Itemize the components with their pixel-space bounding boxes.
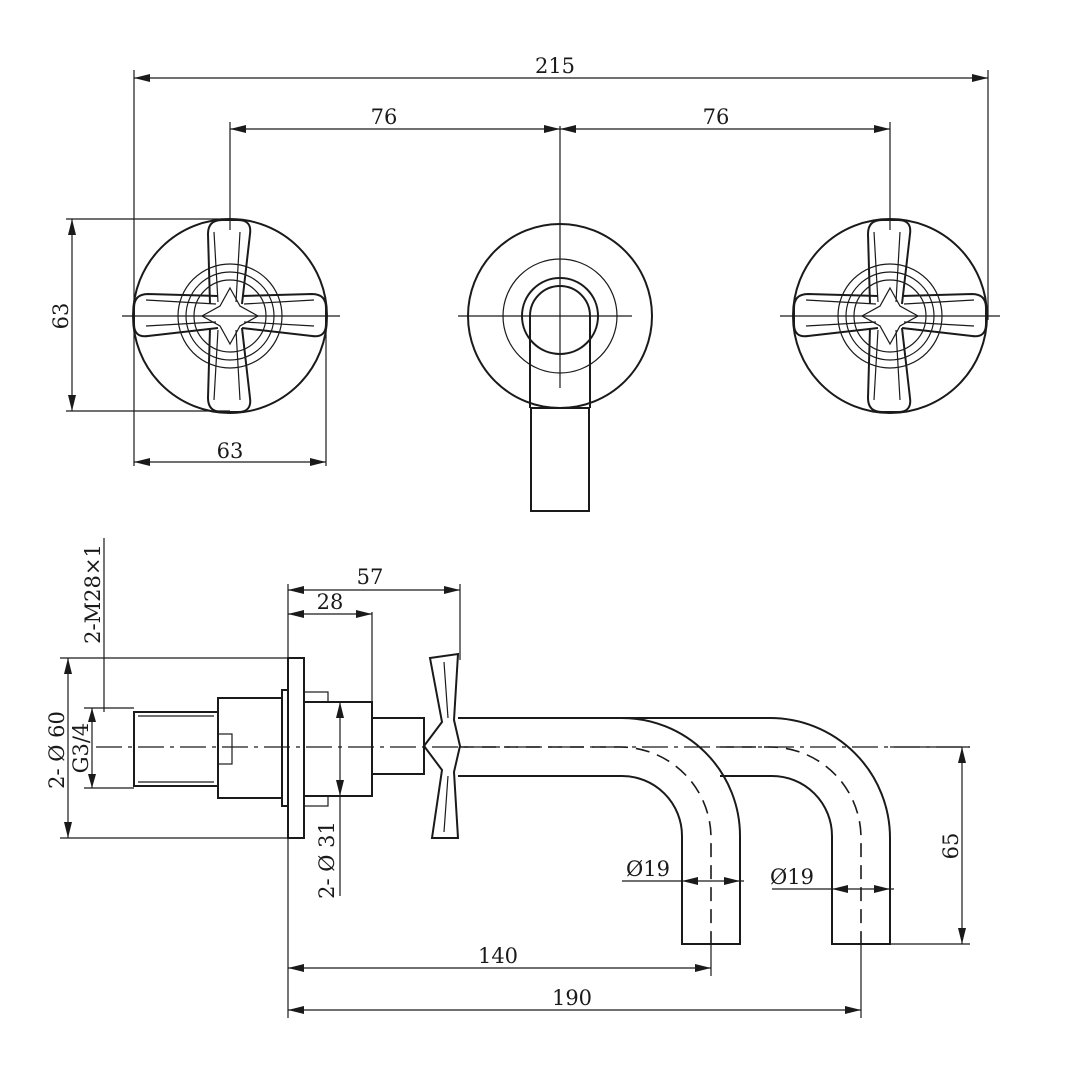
front-view: 215 76 76 63 63	[49, 54, 1000, 512]
dim-label-63-horizontal: 63	[217, 439, 244, 463]
dimension-57: 57	[288, 565, 460, 594]
dimension-65: 65	[939, 747, 966, 944]
spout-rosette	[458, 126, 653, 512]
dimension-spout2-dia: Ø19	[770, 865, 894, 893]
dim-label-215: 215	[535, 54, 575, 78]
dimension-28: 28	[288, 590, 372, 618]
dimension-76-right: 76	[560, 105, 890, 133]
dim-label-76-left: 76	[371, 105, 398, 129]
dimension-215: 215	[134, 54, 988, 82]
dim-label-57: 57	[357, 565, 384, 589]
dimension-140: 140	[288, 944, 711, 972]
side-view: 2-M28×1 57 28 2- Ø 60 G3/4	[45, 538, 970, 1018]
dim-label-76-right: 76	[703, 105, 730, 129]
dim-label-body-dia: 2- Ø 31	[315, 821, 339, 899]
dim-label-63-vertical: 63	[49, 303, 73, 330]
dim-label-140: 140	[478, 944, 518, 968]
dimension-flange-dia: 2- Ø 60	[45, 658, 72, 838]
dim-label-flange-dia: 2- Ø 60	[45, 711, 69, 789]
dim-label-inlet-thread: G3/4	[69, 723, 93, 774]
dim-label-spout1-dia: Ø19	[626, 857, 670, 881]
dimension-63-horizontal: 63	[134, 439, 326, 466]
dimension-spout1-dia: Ø19	[622, 857, 744, 885]
dimension-76-left: 76	[230, 105, 560, 133]
dimension-63-vertical: 63	[49, 219, 76, 411]
dimension-body-dia: 2- Ø 31	[315, 702, 344, 899]
dim-label-190: 190	[552, 986, 592, 1010]
dim-label-thread: 2-M28×1	[81, 544, 105, 644]
dim-label-28: 28	[317, 590, 344, 614]
dimension-inlet-thread: G3/4	[69, 708, 96, 788]
dim-label-65: 65	[939, 833, 963, 860]
dimension-190: 190	[288, 986, 861, 1014]
dim-label-spout2-dia: Ø19	[770, 865, 814, 889]
